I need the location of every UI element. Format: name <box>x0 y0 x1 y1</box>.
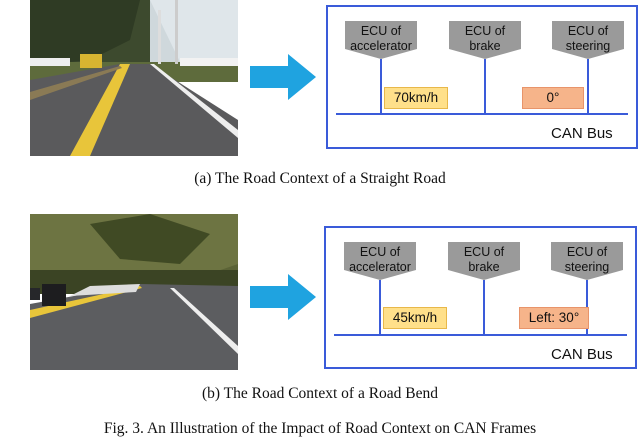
straight-road-photo <box>30 0 238 156</box>
can-bus-label: CAN Bus <box>551 125 613 142</box>
ecu-brake-label: ECU of brake <box>463 245 505 274</box>
speed-value: 70km/h <box>384 87 448 109</box>
steering-value: Left: 30° <box>519 307 589 329</box>
ecu-brake: ECU of brake <box>448 242 520 280</box>
right-arrow-icon <box>250 54 316 100</box>
ecu-steering-label: ECU of steering <box>564 245 610 274</box>
can-bus-panel: ECU of accelerator ECU of brake ECU of s… <box>324 226 637 369</box>
right-arrow-icon <box>250 274 316 320</box>
ecu-accelerator: ECU of accelerator <box>344 242 416 280</box>
bus-stem-accelerator <box>380 59 382 115</box>
caption-b: (b) The Road Context of a Road Bend <box>201 385 439 402</box>
ecu-accelerator-label: ECU of accelerator <box>350 24 412 53</box>
can-bus-line <box>336 113 628 115</box>
caption-a: (a) The Road Context of a Straight Road <box>194 170 446 187</box>
road-bend-photo <box>30 214 238 370</box>
can-bus-panel: ECU of accelerator ECU of brake ECU of s… <box>326 5 638 149</box>
ecu-steering: ECU of steering <box>552 21 624 59</box>
bus-stem-steering <box>587 59 589 115</box>
speed-value: 45km/h <box>383 307 447 329</box>
steering-value: 0° <box>522 87 584 109</box>
ecu-accelerator: ECU of accelerator <box>345 21 417 59</box>
bus-stem-brake <box>484 59 486 115</box>
ecu-brake: ECU of brake <box>449 21 521 59</box>
figure-caption: Fig. 3. An Illustration of the Impact of… <box>103 420 537 437</box>
can-bus-line <box>334 334 627 336</box>
can-bus-label: CAN Bus <box>551 346 613 363</box>
bus-stem-accelerator <box>379 280 381 336</box>
bus-stem-brake <box>483 280 485 336</box>
ecu-steering: ECU of steering <box>551 242 623 280</box>
ecu-accelerator-label: ECU of accelerator <box>349 245 411 274</box>
ecu-steering-label: ECU of steering <box>565 24 611 53</box>
ecu-brake-label: ECU of brake <box>464 24 506 53</box>
